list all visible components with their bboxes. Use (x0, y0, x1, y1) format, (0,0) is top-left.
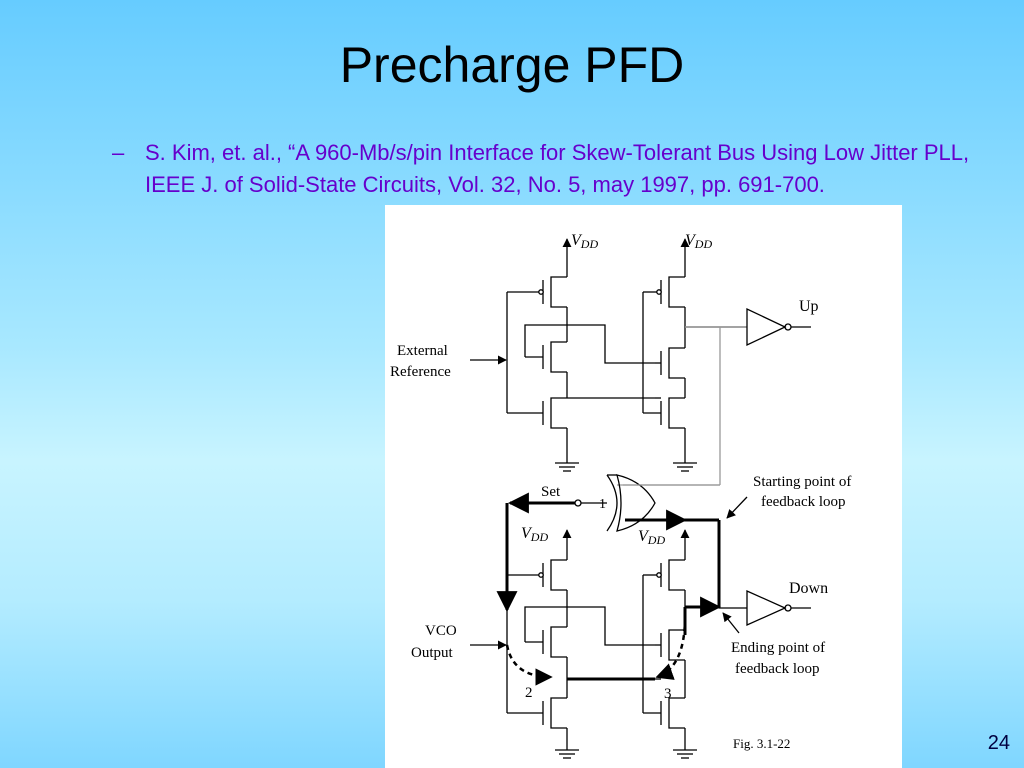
vdd-label-top-right: VDD (685, 232, 712, 251)
gate-number-label: 1 (599, 497, 606, 512)
up-buffer (685, 307, 811, 347)
external-label: External (397, 343, 448, 359)
starting-point-label-1: Starting point of (753, 474, 851, 490)
reference-text: S. Kim, et. al., “A 960-Mb/s/pin Interfa… (145, 140, 970, 197)
nand-gate-1 (574, 474, 656, 532)
slide-title: Precharge PFD (339, 37, 685, 93)
output-label: Output (411, 645, 454, 661)
pfd-schematic: VDD VDD VDD VDD External Reference Up Do… (390, 232, 851, 759)
dotted-path-3 (655, 616, 687, 680)
ending-point-label-1: Ending point of (731, 640, 825, 656)
bottom-left-branch (506, 529, 655, 759)
reference-bullet: – S. Kim, et. al., “A 960-Mb/s/pin Inter… (112, 137, 972, 201)
ending-point-label-2: feedback loop (735, 661, 820, 677)
top-right-branch (642, 276, 747, 472)
vco-label: VCO (425, 623, 457, 639)
down-buffer (719, 589, 811, 627)
up-label: Up (799, 298, 819, 315)
pfd-circuit-figure: VDD VDD VDD VDD External Reference Up Do… (385, 205, 902, 768)
set-label: Set (541, 484, 561, 500)
node-3-label: 3 (664, 686, 672, 702)
top-left-branch (506, 238, 690, 472)
node-2-label: 2 (525, 685, 533, 701)
starting-point-arrow (726, 496, 748, 519)
ending-point-arrow (722, 612, 740, 634)
dotted-path-2 (505, 644, 553, 686)
set-line (496, 492, 575, 613)
starting-point-label-2: feedback loop (761, 494, 846, 510)
figure-caption: Fig. 3.1-22 (733, 736, 790, 751)
vdd-label-bottom-right: VDD (638, 528, 665, 547)
up-output-stage (617, 326, 747, 486)
vdd-label-bottom-left: VDD (521, 525, 548, 544)
vdd-label-top-left: VDD (571, 232, 598, 251)
page-number: 24 (987, 732, 1010, 754)
bottom-right-branch (642, 529, 697, 759)
bullet-dash: – (112, 140, 125, 165)
down-label: Down (789, 580, 828, 597)
reference-label: Reference (390, 364, 451, 380)
